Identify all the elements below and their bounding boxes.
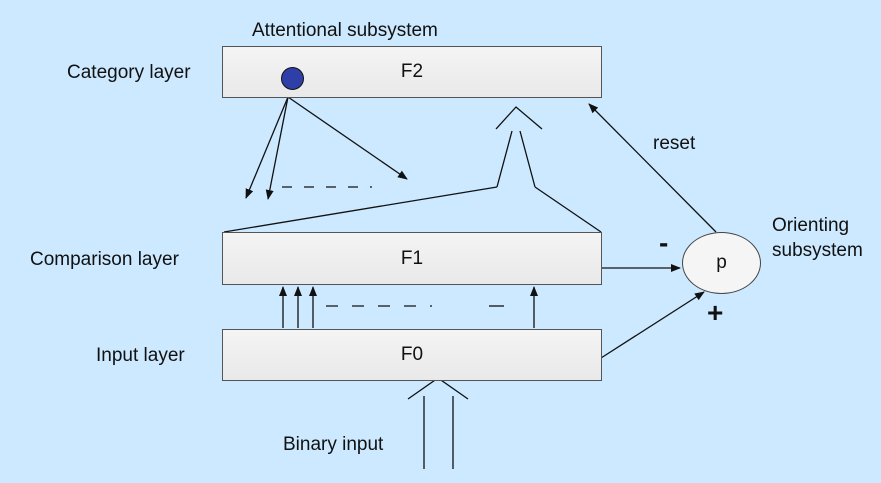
binary-input-chevron xyxy=(407,377,469,400)
reset-arrow xyxy=(588,103,717,233)
f0-box-label: F0 xyxy=(400,344,424,365)
funnel-right xyxy=(534,186,602,233)
f2-box: F2 xyxy=(222,46,602,98)
funnel-inner-left xyxy=(496,130,513,188)
top-down-arrow-1 xyxy=(245,96,289,199)
minus-sign: - xyxy=(659,227,669,258)
orienting-label-line1: Orienting xyxy=(772,215,850,236)
plus-sign: + xyxy=(707,297,724,328)
f0-to-p-arrow xyxy=(600,291,705,359)
top-down-arrow-2 xyxy=(265,96,289,200)
top-down-arrow-3 xyxy=(287,96,408,180)
funnel-inner-right xyxy=(519,130,536,188)
f2-box-label: F2 xyxy=(400,61,424,82)
category-layer-label: Category layer xyxy=(67,62,191,83)
funnel-left xyxy=(223,186,498,233)
funnel-chevron xyxy=(495,106,543,130)
f1-box-label: F1 xyxy=(400,247,424,269)
category-node-dot xyxy=(281,67,304,90)
attentional-subsystem-title: Attentional subsystem xyxy=(252,20,438,41)
comparison-layer-label: Comparison layer xyxy=(30,249,179,270)
reset-label: reset xyxy=(653,133,696,154)
input-layer-label: Input layer xyxy=(96,345,185,366)
binary-input-label: Binary input xyxy=(283,434,384,455)
orienting-node-label: p xyxy=(716,252,727,273)
orienting-node-p: p xyxy=(682,232,761,294)
orienting-label-line2: subsystem xyxy=(772,240,863,261)
f0-box: F0 xyxy=(222,329,602,381)
f1-box: F1 xyxy=(222,232,602,285)
